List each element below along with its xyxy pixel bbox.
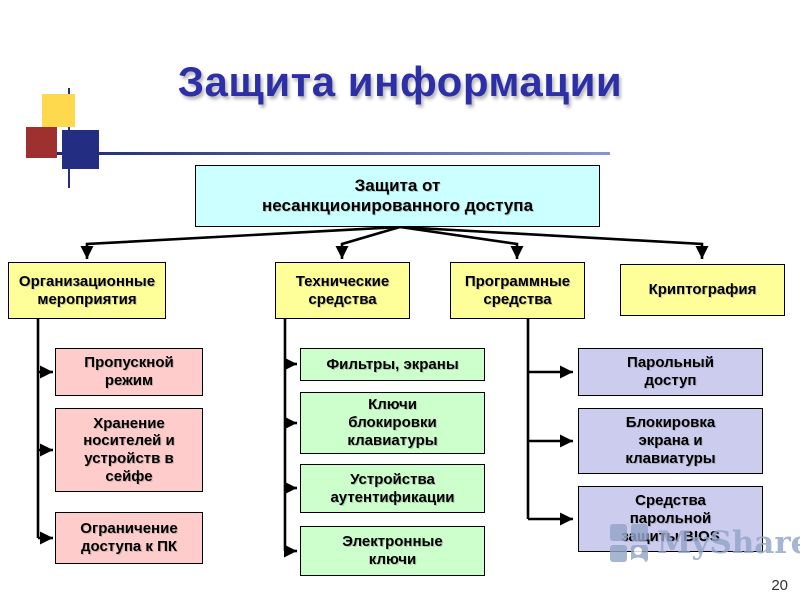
org-item-safe-storage: Хранение носителей и устройств в сейфе	[55, 408, 203, 492]
tech-item-filters-screens: Фильтры, экраны	[300, 348, 485, 381]
tech-item-authentication-devices: Устройства аутентификации	[300, 464, 485, 513]
org-item-pc-access-restriction: Ограничение доступа к ПК	[55, 512, 203, 564]
corner-decoration-red-square	[26, 127, 57, 158]
page-number: 20	[771, 577, 788, 594]
category-software-means: Программные средства	[450, 262, 585, 319]
tech-item-keyboard-lock-keys: Ключи блокировки клавиатуры	[300, 392, 485, 454]
sw-item-bios-password-protection: Средства парольной защиты BIOS	[578, 486, 763, 552]
category-cryptography: Криптография	[620, 264, 785, 316]
slide-title: Защита информации	[177, 58, 623, 105]
title-underline-rule	[30, 152, 610, 155]
org-item-access-regime: Пропускной режим	[55, 348, 203, 396]
sw-item-screen-keyboard-lock: Блокировка экрана и клавиатуры	[578, 408, 763, 474]
sw-item-password-access: Парольный доступ	[578, 348, 763, 396]
category-organizational-measures: Организационные мероприятия	[8, 262, 166, 319]
tech-item-electronic-keys: Электронные ключи	[300, 526, 485, 576]
corner-decoration-yellow-square	[42, 94, 75, 127]
corner-decoration-navy-square	[62, 130, 99, 169]
category-technical-means: Технические средства	[275, 262, 410, 319]
root-node-unauthorized-access: Защита от несанкционированного доступа	[195, 165, 600, 227]
